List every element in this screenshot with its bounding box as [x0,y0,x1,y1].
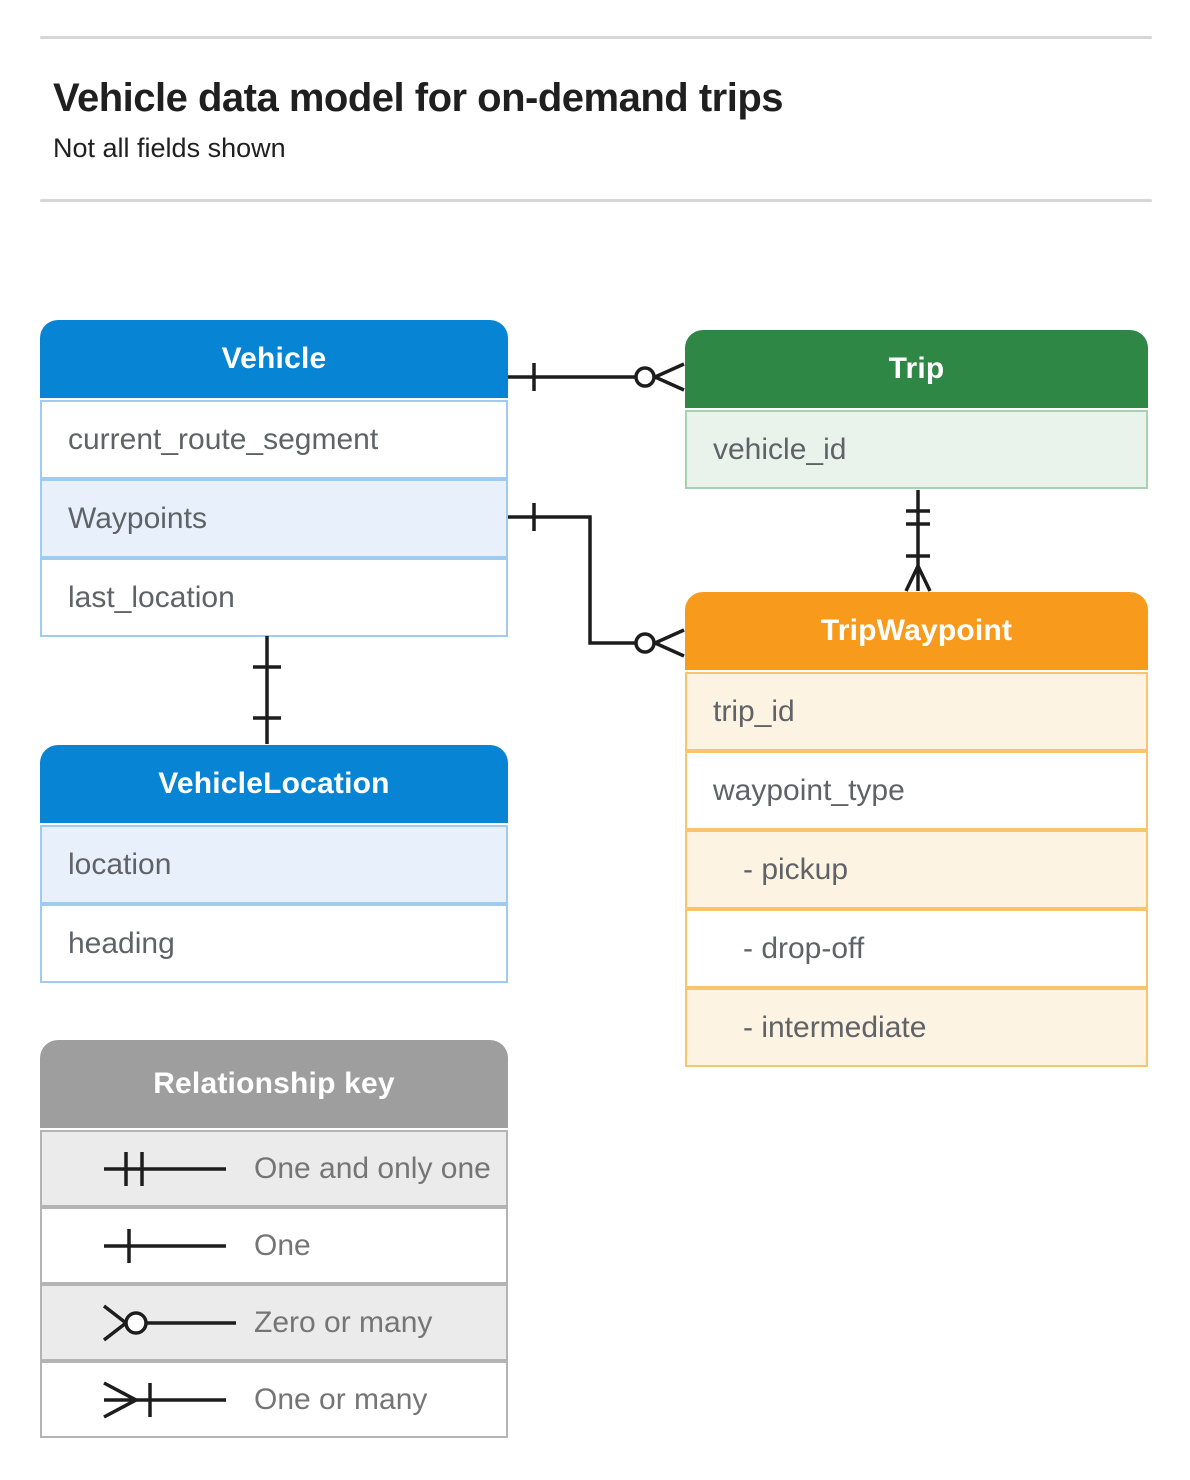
entity-trip-waypoint-title: TripWaypoint [685,592,1148,670]
page-subtitle: Not all fields shown [53,133,286,163]
field-trip-id: trip_id [685,672,1148,751]
field-waypoint-type: waypoint_type [685,751,1148,830]
key-label: One or many [254,1382,428,1416]
key-row-one-and-only-one: One and only one [40,1130,508,1207]
entity-trip-waypoint: TripWaypoint trip_id waypoint_type - pic… [685,592,1148,1067]
field-last-location: last_location [40,558,508,637]
field-waypoint-type-pickup: - pickup [685,830,1148,909]
key-row-one-or-many: One or many [40,1361,508,1438]
key-label: One and only one [254,1151,491,1185]
connector-vehicle-trip [508,362,685,392]
field-location: location [40,825,508,904]
header-divider [40,199,1152,202]
relationship-key: Relationship key One and only one One Ze [40,1040,508,1438]
entity-trip-title: Trip [685,330,1148,408]
entity-vehicle: Vehicle current_route_segment Waypoints … [40,320,508,637]
field-waypoint-type-intermediate: - intermediate [685,988,1148,1067]
relationship-key-title: Relationship key [40,1040,508,1128]
key-row-one: One [40,1207,508,1284]
key-label: One [254,1228,311,1262]
one-icon [104,1228,226,1263]
key-label: Zero or many [254,1305,433,1339]
entity-vehicle-location: VehicleLocation location heading [40,745,508,983]
top-divider [40,36,1152,39]
key-row-zero-or-many: Zero or many [40,1284,508,1361]
zero-or-many-icon [102,1304,236,1341]
field-heading: heading [40,904,508,983]
entity-trip: Trip vehicle_id [685,330,1148,489]
field-waypoint-type-drop-off: - drop-off [685,909,1148,988]
connector-trip-tripwaypoint [904,490,932,592]
connector-waypoints-tripwaypoint [508,503,685,658]
field-current-route-segment: current_route_segment [40,400,508,479]
entity-vehicle-location-title: VehicleLocation [40,745,508,823]
field-waypoints: Waypoints [40,479,508,558]
connector-vehicle-vehiclelocation [253,636,281,744]
field-vehicle-id: vehicle_id [685,410,1148,489]
entity-vehicle-title: Vehicle [40,320,508,398]
one-and-only-one-icon [104,1151,226,1186]
one-or-many-icon [103,1380,226,1419]
page-title: Vehicle data model for on-demand trips [53,76,784,120]
